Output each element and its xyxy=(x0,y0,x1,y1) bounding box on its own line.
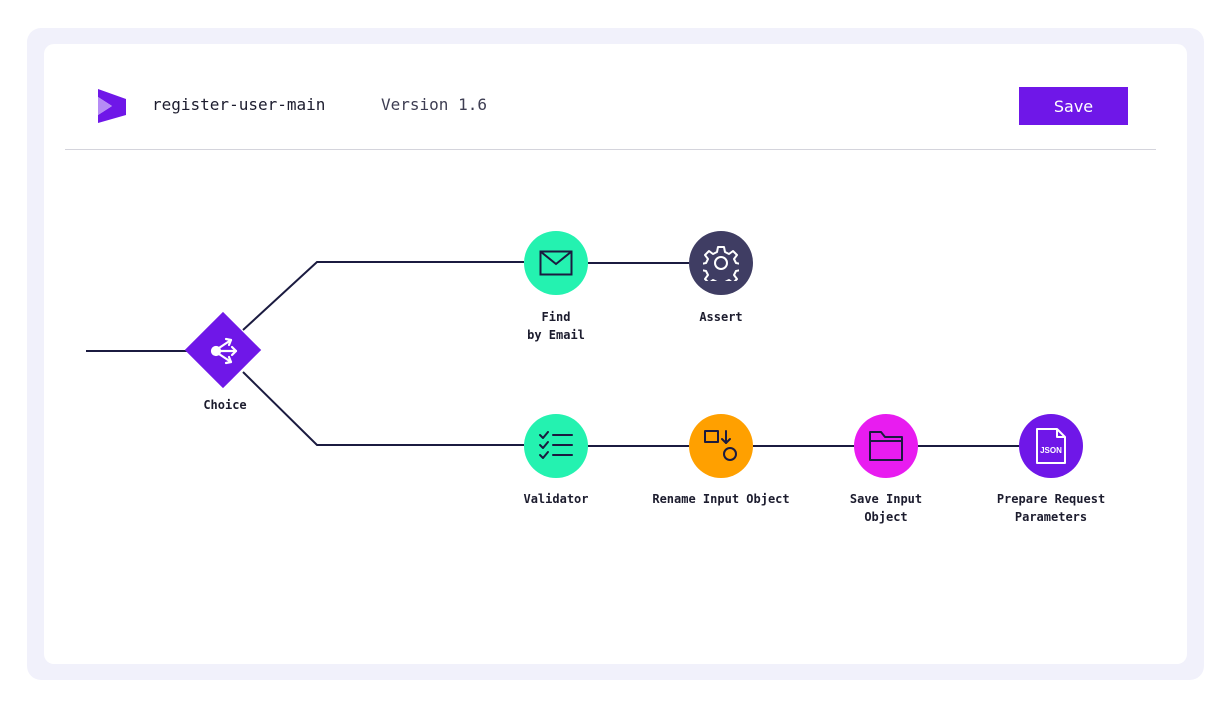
split-arrows-icon xyxy=(204,333,244,369)
gear-icon xyxy=(703,246,739,281)
rename-shapes-icon xyxy=(704,430,737,461)
find-by-email-node[interactable] xyxy=(524,231,588,295)
brand-logo-icon xyxy=(98,89,126,123)
prepare-request-parameters-node[interactable]: JSON xyxy=(1019,414,1083,478)
assert-label: Assert xyxy=(699,310,743,324)
checklist-icon xyxy=(539,431,573,459)
choice-label: Choice xyxy=(203,398,247,412)
envelope-icon xyxy=(539,250,573,276)
folder-icon xyxy=(869,431,903,461)
assert-node[interactable] xyxy=(689,231,753,295)
save-button[interactable]: Save xyxy=(1019,87,1128,125)
save-input-object-label: Save Input Object xyxy=(849,492,923,524)
json-badge-text: JSON xyxy=(1040,446,1062,455)
save-input-object-node[interactable] xyxy=(854,414,918,478)
find-by-email-label: Find by Email xyxy=(527,310,585,342)
edge-choice-top xyxy=(242,261,524,331)
rename-input-object-node[interactable] xyxy=(689,414,753,478)
validator-label: Validator xyxy=(523,492,589,506)
rename-input-object-label: Rename Input Object xyxy=(652,492,790,506)
version-label: Version 1.6 xyxy=(381,95,487,114)
validator-node[interactable] xyxy=(524,414,588,478)
prepare-request-parameters-label: Prepare Request Parameters xyxy=(996,492,1106,524)
flow-name: register-user-main xyxy=(152,95,326,114)
edge-choice-bottom xyxy=(242,371,524,446)
header-divider xyxy=(65,149,1156,150)
json-file-icon: JSON xyxy=(1036,428,1066,464)
